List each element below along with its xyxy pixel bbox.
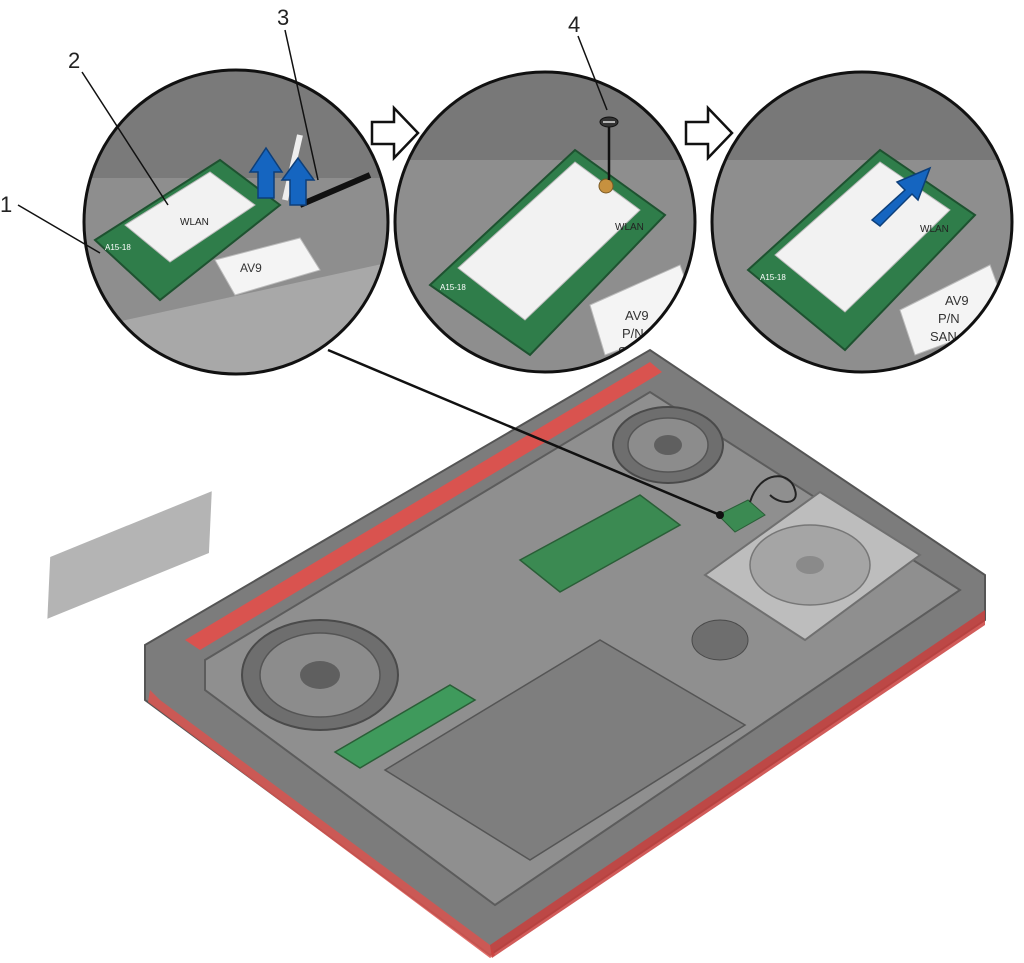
battery-bay (383, 639, 747, 861)
sticker-text-5: AV9 (945, 293, 969, 308)
callout-number-2: 2 (68, 48, 80, 73)
card-brand-tag-3: WLAN (920, 224, 949, 235)
zoom-leader-line (327, 348, 721, 517)
bottom-fan (241, 619, 399, 731)
slide-out-arrow-icon (870, 166, 932, 227)
vent-grid (47, 491, 212, 619)
top-fan (612, 406, 724, 484)
detail-circle-1: AV9 WLAN A15-18 (82, 68, 390, 376)
card-brand-tag-2: WLAN (615, 222, 644, 233)
laptop-inner-tray (204, 390, 962, 907)
callout-3: 3 (277, 5, 319, 181)
arrow-right-outline-icon (370, 104, 420, 162)
callout-4: 4 (568, 12, 608, 111)
sticker-text-7: SAN (930, 329, 957, 344)
memory-module (518, 494, 682, 593)
screw-icon (599, 116, 619, 180)
laptop-red-trim-right (490, 610, 985, 958)
sticker-text-3: P/N (622, 326, 644, 341)
ssd-module (333, 684, 477, 769)
detail-circle-2: WLAN A15-18 AV9 P/N SAN (393, 70, 697, 374)
hard-drive (703, 490, 922, 642)
sticker-text-6: P/N (938, 311, 960, 326)
card-label-sticker (124, 171, 256, 263)
card-model-code-2: A15-18 (440, 283, 466, 292)
callout-2: 2 (68, 48, 169, 206)
callout-number-3: 3 (277, 5, 289, 30)
callout-1: 1 (0, 192, 101, 254)
laptop-base (47, 348, 986, 958)
laptop-red-trim-left (148, 690, 495, 958)
part-sticker (589, 264, 695, 356)
card-label-sticker (457, 161, 641, 321)
antenna-cable-black (298, 172, 372, 208)
antenna-cables (749, 475, 797, 503)
callout-number-4: 4 (568, 12, 580, 37)
arrow-right-outline-icon-2 (684, 104, 734, 162)
sticker-text-1: AV9 (240, 261, 262, 275)
callout-number-1: 1 (0, 192, 12, 217)
card-screw-hole (598, 178, 614, 194)
laptop-red-stripe (185, 362, 662, 650)
speaker (691, 619, 749, 661)
part-sticker (214, 237, 321, 296)
wireless-card-small (717, 499, 766, 533)
card-model-code-3: A15-18 (760, 273, 786, 282)
detail-circle-3: WLAN A15-18 AV9 P/N SAN (710, 70, 1014, 374)
zoom-target-dot (716, 511, 724, 519)
card-model-code-1: A15-18 (105, 243, 131, 252)
lift-arrow-icon (248, 146, 316, 206)
card-brand-tag-1: WLAN (180, 217, 209, 228)
sticker-text-2: AV9 (625, 308, 649, 323)
